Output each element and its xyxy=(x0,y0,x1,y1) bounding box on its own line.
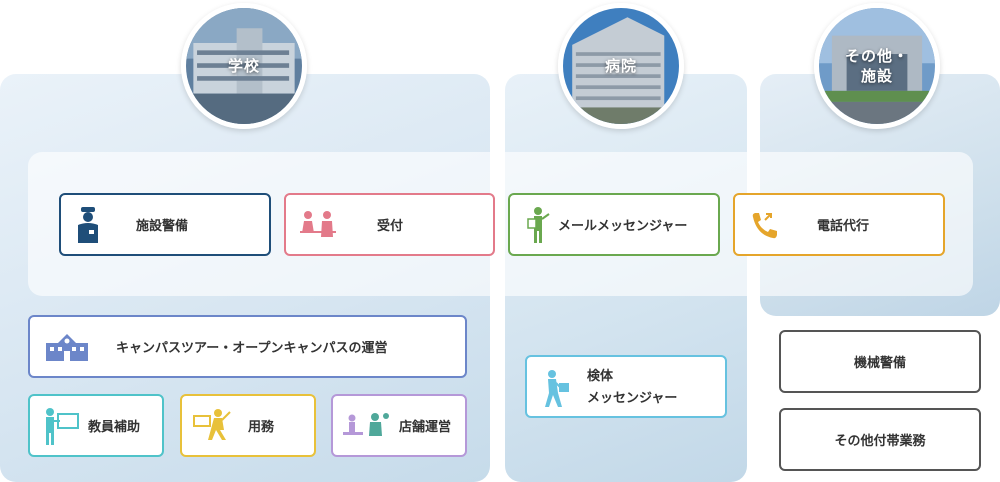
phone-icon xyxy=(749,211,779,241)
hospital-photo-circle: 病院 xyxy=(558,3,684,129)
school-title: 学校 xyxy=(227,57,260,75)
store-staff-icon xyxy=(341,410,393,440)
service-card-other-ancillary[interactable]: その他付帯業務 xyxy=(779,408,981,471)
hospital-building-photo xyxy=(563,8,679,124)
teacher-icon xyxy=(40,406,80,446)
specimen-label-line1: 検体 xyxy=(587,369,614,384)
service-label-reception: 受付 xyxy=(377,219,404,234)
hospital-title: 病院 xyxy=(604,57,637,75)
other-facility-title: その他・ 施設 xyxy=(844,47,909,85)
school-photo-circle: 学校 xyxy=(181,3,307,129)
service-label-campus-tour: キャンパスツアー・オープンキャンパスの運営 xyxy=(116,341,388,356)
service-label-other-ancillary: その他付帯業務 xyxy=(834,434,926,449)
security-guard-icon xyxy=(75,205,101,245)
service-label-specimen-messenger: 検体 メッセンジャー xyxy=(587,366,677,410)
service-card-store-operation[interactable]: 店舗運営 xyxy=(331,394,467,457)
service-label-facility-security: 施設警備 xyxy=(136,219,189,234)
school-building-icon xyxy=(44,331,90,363)
specimen-label-line2: メッセンジャー xyxy=(587,391,678,406)
reception-icon xyxy=(298,209,338,239)
service-card-facility-security[interactable]: 施設警備 xyxy=(59,193,271,256)
service-card-reception[interactable]: 受付 xyxy=(284,193,495,256)
janitor-icon xyxy=(192,408,232,442)
service-card-janitorial[interactable]: 用務 xyxy=(180,394,316,457)
specimen-messenger-icon xyxy=(541,369,573,409)
service-label-store-operation: 店舗運営 xyxy=(399,420,452,435)
service-label-mail-messenger: メールメッセンジャー xyxy=(558,219,688,234)
service-card-phone-answering[interactable]: 電話代行 xyxy=(733,193,945,256)
service-card-specimen-messenger[interactable]: 検体 メッセンジャー xyxy=(525,355,727,418)
other-facility-photo-circle: その他・ 施設 xyxy=(814,3,940,129)
mail-messenger-icon xyxy=(526,205,552,245)
service-label-machine-security: 機械警備 xyxy=(853,356,906,371)
service-label-teacher-assistant: 教員補助 xyxy=(88,420,141,435)
school-building-photo xyxy=(186,8,302,124)
service-card-teacher-assistant[interactable]: 教員補助 xyxy=(28,394,164,457)
service-label-janitorial: 用務 xyxy=(248,420,275,435)
service-card-machine-security[interactable]: 機械警備 xyxy=(779,330,981,393)
other-facility-building-photo xyxy=(819,8,935,124)
service-card-campus-tour[interactable]: キャンパスツアー・オープンキャンパスの運営 xyxy=(28,315,467,378)
service-card-mail-messenger[interactable]: メールメッセンジャー xyxy=(508,193,720,256)
service-label-phone-answering: 電話代行 xyxy=(817,219,870,234)
